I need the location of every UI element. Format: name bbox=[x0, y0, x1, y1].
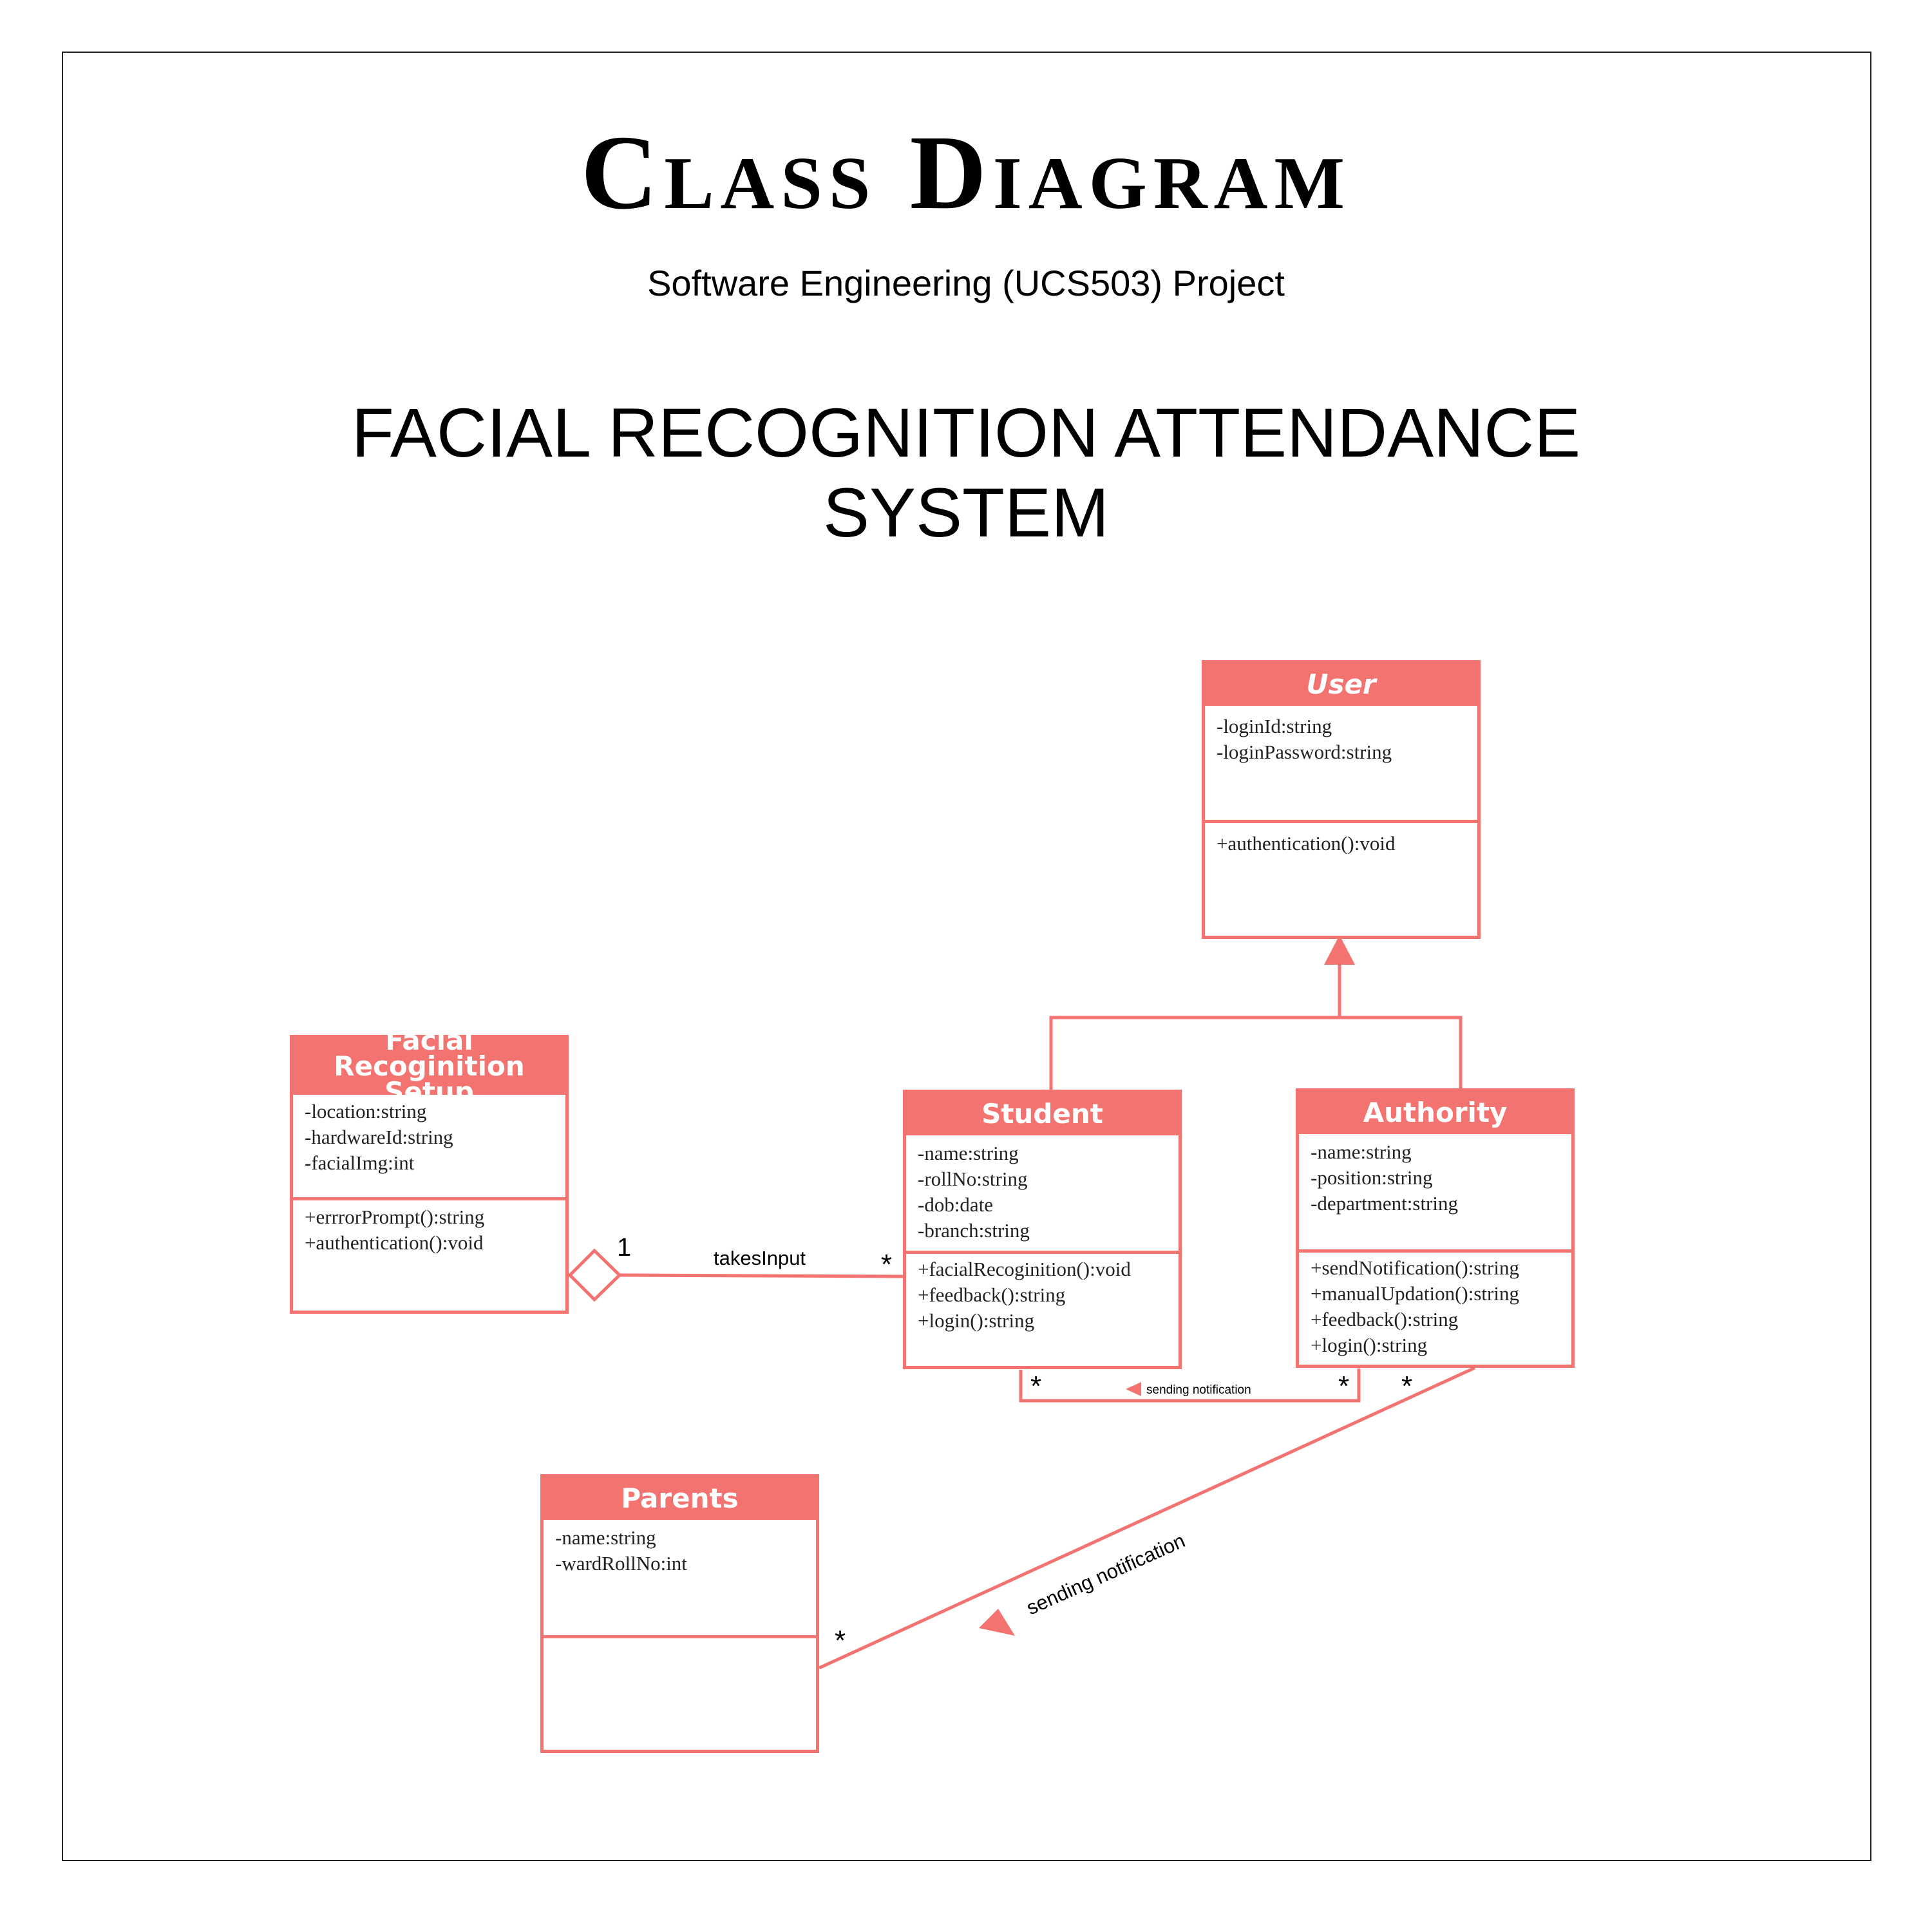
authority-parents-line bbox=[818, 1366, 1476, 1670]
class-authority-method: +manualUpdation():string bbox=[1311, 1282, 1519, 1305]
takes-input-line bbox=[619, 1273, 906, 1278]
class-authority-method: +feedback():string bbox=[1311, 1308, 1459, 1331]
class-facial-recognition-setup: Facial Recoginition Setup -location:stri… bbox=[290, 1027, 569, 1314]
system-title-line-2: SYSTEM bbox=[822, 473, 1110, 552]
generalization-line bbox=[1049, 1016, 1463, 1101]
class-user-methods: +authentication():void bbox=[1205, 823, 1477, 864]
takes-input-label: takesInput bbox=[714, 1247, 806, 1269]
class-user-attributes: -loginId:string -loginPassword:string bbox=[1205, 706, 1477, 823]
class-facial-name-line-2: Setup bbox=[384, 1075, 474, 1108]
class-student-method: +facialRecoginition():void bbox=[918, 1258, 1131, 1280]
class-parents-attribute: -name:string bbox=[555, 1526, 656, 1549]
diagram-subtitle: Software Engineering (UCS503) Project bbox=[647, 263, 1285, 303]
class-student-method: +login():string bbox=[918, 1309, 1035, 1332]
class-authority-attribute: -department:string bbox=[1311, 1192, 1458, 1215]
mult-facial-one: 1 bbox=[617, 1233, 631, 1262]
class-user: User -loginId:string -loginPassword:stri… bbox=[1202, 660, 1481, 939]
class-user-attribute: -loginId:string bbox=[1217, 715, 1332, 737]
class-parents-attributes: -name:string -wardRollNo:int bbox=[544, 1520, 816, 1638]
mult-parents: * bbox=[835, 1625, 846, 1656]
class-parents: Parents -name:string -wardRollNo:int bbox=[540, 1474, 819, 1753]
authority-parents-label: sending notification bbox=[1023, 1529, 1189, 1619]
system-title-line-1: FACIAL RECOGNITION ATTENDANCE bbox=[351, 393, 1581, 471]
class-facial-attributes: -location:string -hardwareId:string -fac… bbox=[293, 1095, 565, 1200]
class-facial-method: +authentication():void bbox=[305, 1231, 484, 1254]
class-parents-attribute: -wardRollNo:int bbox=[555, 1552, 687, 1575]
student-authority-line bbox=[1019, 1368, 1361, 1403]
mult-authority-notification: * bbox=[1338, 1370, 1349, 1402]
class-facial-name: Facial Recoginition Setup bbox=[293, 1027, 565, 1105]
class-facial-methods: +errrorPrompt():string +authentication()… bbox=[293, 1200, 565, 1264]
mult-student-notification: * bbox=[1030, 1370, 1041, 1402]
class-authority: Authority -name:string -position:string … bbox=[1296, 1088, 1575, 1368]
system-title: FACIAL RECOGNITION ATTENDANCE SYSTEM bbox=[0, 393, 1932, 553]
class-user-name: User bbox=[1205, 663, 1477, 706]
class-student-attribute: -dob:date bbox=[918, 1193, 994, 1216]
class-student-attribute: -rollNo:string bbox=[918, 1168, 1028, 1190]
class-user-attribute: -loginPassword:string bbox=[1217, 741, 1392, 763]
mult-student-takes-input: * bbox=[881, 1249, 892, 1280]
diagram-frame bbox=[62, 52, 1871, 1861]
diagram-title: Class Diagram bbox=[581, 113, 1351, 231]
class-student-attribute: -branch:string bbox=[918, 1219, 1030, 1242]
class-authority-method: +sendNotification():string bbox=[1311, 1256, 1519, 1279]
class-student-method: +feedback():string bbox=[918, 1283, 1066, 1306]
authority-parents-arrow bbox=[979, 1609, 1015, 1636]
class-authority-attribute: -position:string bbox=[1311, 1166, 1433, 1189]
class-facial-attribute: -hardwareId:string bbox=[305, 1126, 453, 1148]
class-authority-method: +login():string bbox=[1311, 1334, 1428, 1356]
class-student-name: Student bbox=[906, 1093, 1179, 1135]
aggregation-diamond bbox=[567, 1248, 622, 1302]
class-facial-attribute: -location:string bbox=[305, 1100, 427, 1122]
class-parents-name: Parents bbox=[544, 1477, 816, 1520]
class-authority-attributes: -name:string -position:string -departmen… bbox=[1299, 1134, 1571, 1253]
class-student-attribute: -name:string bbox=[918, 1142, 1019, 1164]
class-facial-name-line-1: Facial Recoginition bbox=[334, 1025, 525, 1083]
class-student-attributes: -name:string -rollNo:string -dob:date -b… bbox=[906, 1135, 1179, 1254]
mult-authority-parents: * bbox=[1401, 1370, 1412, 1402]
class-facial-attribute: -facialImg:int bbox=[305, 1151, 415, 1174]
class-student: Student -name:string -rollNo:string -dob… bbox=[903, 1090, 1182, 1369]
class-facial-method: +errrorPrompt():string bbox=[305, 1206, 485, 1228]
class-student-methods: +facialRecoginition():void +feedback():s… bbox=[906, 1254, 1179, 1341]
student-authority-arrow bbox=[1126, 1382, 1141, 1396]
class-authority-name: Authority bbox=[1299, 1092, 1571, 1134]
class-authority-methods: +sendNotification():string +manualUpdati… bbox=[1299, 1253, 1571, 1366]
class-user-method: +authentication():void bbox=[1217, 832, 1396, 855]
student-authority-label: sending notification bbox=[1146, 1383, 1251, 1397]
generalization-arrowhead bbox=[1324, 935, 1355, 965]
class-authority-attribute: -name:string bbox=[1311, 1141, 1412, 1163]
class-parents-methods bbox=[544, 1638, 816, 1654]
